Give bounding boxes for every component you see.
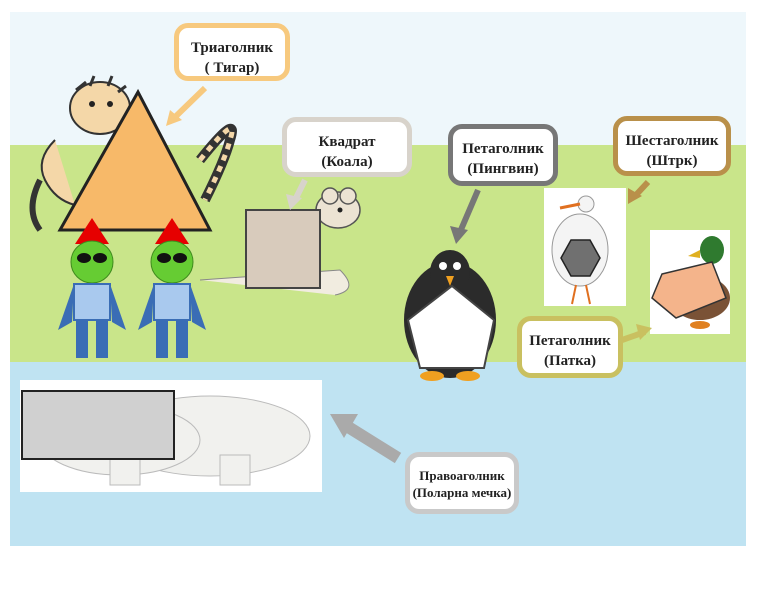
arrow-penguin (450, 188, 481, 244)
pentagon-shape-penguin (406, 284, 496, 369)
label-square-animal: (Коала) (321, 154, 373, 170)
arrow-triangle (166, 85, 208, 126)
label-pentagon-penguin-animal: (Пингвин) (467, 161, 539, 177)
label-hexagon-shape: Шестаголник (625, 133, 719, 149)
arrow-bear (330, 414, 402, 464)
label-pentagon-duck-shape: Петаголник (529, 333, 611, 349)
robot-right (138, 218, 206, 358)
label-pentagon-penguin: Петаголник (Пингвин) (448, 124, 558, 186)
arrow-duck (621, 324, 652, 343)
label-square: Квадрат (Коала) (282, 117, 412, 177)
label-triangle-animal: ( Тигар) (204, 60, 260, 76)
label-rectangle-animal: (Поларна мечка) (412, 485, 512, 500)
label-pentagon-penguin-shape: Петаголник (462, 141, 544, 157)
label-rectangle: Правоаголник (Поларна мечка) (405, 452, 519, 514)
label-hexagon-animal: (Штрк) (646, 153, 698, 169)
label-rectangle-shape: Правоаголник (419, 468, 505, 483)
square-shape (245, 209, 321, 289)
arrow-square (286, 178, 308, 210)
label-pentagon-duck-animal: (Патка) (543, 353, 597, 369)
label-triangle-shape: Триаголник (190, 40, 273, 56)
arrow-stork (628, 179, 651, 204)
label-triangle: Триаголник ( Тигар) (174, 23, 290, 81)
rectangle-shape (21, 390, 175, 460)
label-square-shape: Квадрат (318, 134, 376, 150)
triangle-shape (57, 88, 213, 232)
label-hexagon: Шестаголник (Штрк) (613, 116, 731, 176)
label-pentagon-duck: Петаголник (Патка) (517, 316, 623, 378)
pentagon-shape-duck (651, 261, 727, 319)
hexagon-shape (560, 239, 601, 277)
robot-left (58, 218, 126, 358)
